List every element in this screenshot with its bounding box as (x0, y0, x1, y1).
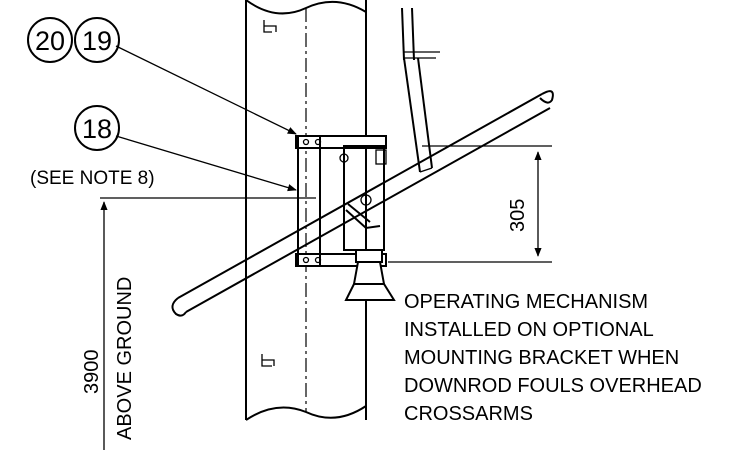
description-line: CROSSARMS (404, 403, 533, 425)
callout-19: 19 (74, 17, 120, 63)
downrod (401, 7, 440, 173)
pole-step-top (263, 20, 277, 33)
height-text: ABOVE GROUND (114, 277, 136, 440)
pole (245, 0, 367, 421)
callout-18: 18 (74, 105, 120, 151)
pole-step-bottom (261, 354, 275, 367)
description-line: MOUNTING BRACKET WHEN (404, 347, 679, 369)
callout-20: 20 (27, 17, 73, 63)
operating-handle (171, 90, 554, 317)
description-line: OPERATING MECHANISM (404, 291, 648, 313)
description-line: INSTALLED ON OPTIONAL (404, 319, 654, 341)
leader-19 (115, 45, 297, 135)
mounting-bracket (295, 135, 387, 267)
offset-value: 305 (507, 199, 529, 232)
callout-18-label: 18 (82, 114, 112, 144)
height-value: 3900 (81, 350, 103, 395)
see-note-label: (SEE NOTE 8) (30, 168, 155, 189)
description-note: OPERATING MECHANISM INSTALLED ON OPTIONA… (404, 291, 702, 425)
insulator-bell (344, 249, 396, 301)
leader-18 (115, 135, 297, 192)
callout-20-label: 20 (35, 26, 65, 56)
callout-19-label: 19 (82, 26, 112, 56)
description-line: DOWNROD FOULS OVERHEAD (404, 375, 702, 397)
